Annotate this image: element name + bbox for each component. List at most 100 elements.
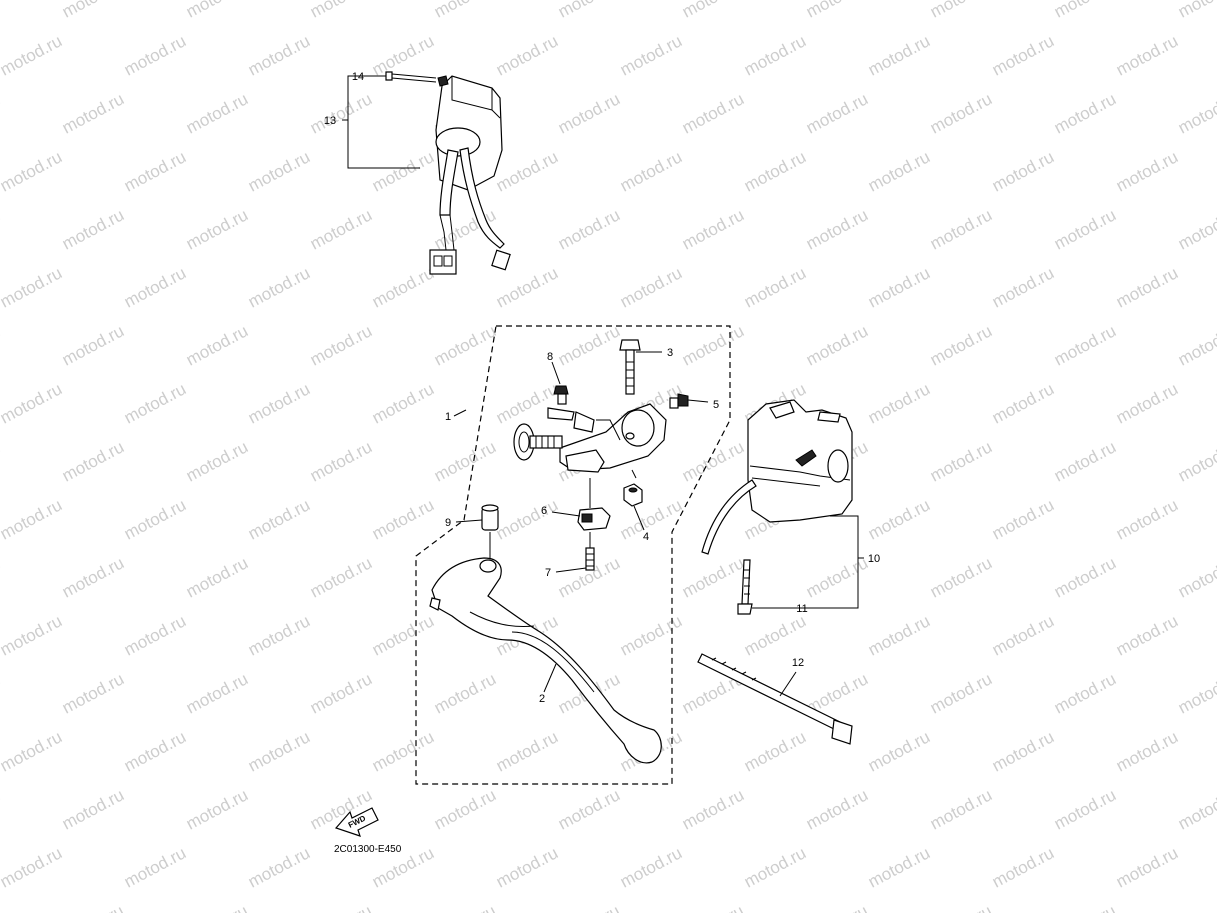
watermark-text: motod.ru [741,31,809,79]
watermark-text: motod.ru [1113,727,1181,775]
watermark-text: motod.ru [59,437,127,485]
watermark-text: motod.ru [989,611,1057,659]
watermark-text: motod.ru [927,0,995,22]
watermark-text: motod.ru [1113,263,1181,311]
cable-tie-12 [697,653,853,745]
switch-6 [577,478,611,531]
watermark-text: motod.ru [1051,437,1119,485]
watermark-text: motod.ru [245,611,313,659]
watermark-text: motod.ru [1175,669,1217,717]
watermark-text: motod.ru [431,901,499,913]
watermark-text: motod.ru [59,553,127,601]
watermark-text: motod.ru [0,843,65,891]
leader-1 [453,409,467,417]
watermark-text: motod.ru [617,843,685,891]
screw-7 [585,532,595,571]
watermark-text: motod.ru [245,727,313,775]
watermark-text: motod.ru [555,89,623,137]
watermark-text: motod.ru [493,379,561,427]
watermark-text: motod.ru [1175,0,1217,22]
watermark-text: motod.ru [1175,901,1217,913]
watermark-text: motod.ru [803,553,871,601]
watermark-text: motod.ru [183,321,251,369]
watermark-text: motod.ru [59,205,127,253]
watermark-text: motod.ru [1051,785,1119,833]
watermark-text: motod.ru [0,379,65,427]
watermark-text: motod.ru [865,495,933,543]
watermark-text: motod.ru [493,31,561,79]
watermark-text: motod.ru [121,843,189,891]
watermark-text: motod.ru [1113,31,1181,79]
watermark-text: motod.ru [865,147,933,195]
watermark-text: motod.ru [369,611,437,659]
watermark-text: motod.ru [1051,553,1119,601]
watermark-text: motod.ru [245,495,313,543]
watermark-text: motod.ru [121,263,189,311]
bolt-5 [669,393,689,409]
watermark-text: motod.ru [989,495,1057,543]
watermark-text: motod.ru [245,843,313,891]
watermark-text: motod.ru [307,205,375,253]
watermark-text: motod.ru [307,669,375,717]
label-9-text: 9 [445,517,451,529]
watermark-text: motod.ru [0,727,65,775]
watermark-text: motod.ru [803,321,871,369]
watermark-text: motod.ru [989,727,1057,775]
watermark-text: motod.ru [989,263,1057,311]
watermark-text: motod.ru [0,0,3,22]
label-13-text: 13 [324,115,336,127]
watermark-text: motod.ru [679,553,747,601]
watermark-text: motod.ru [679,321,747,369]
watermark-text: motod.ru [431,0,499,22]
label-14-text: 14 [352,71,364,83]
watermark-text: motod.ru [0,437,3,485]
watermark-text: motod.ru [927,901,995,913]
watermark-text: motod.ru [245,31,313,79]
watermark-text: motod.ru [617,611,685,659]
watermark-text: motod.ru [307,89,375,137]
label-4-text: 4 [643,531,649,543]
watermark-text: motod.ru [555,205,623,253]
watermark-text: motod.ru [59,89,127,137]
watermark-text: motod.ru [307,553,375,601]
bolt-8 [553,385,569,405]
watermark-text: motod.ru [59,785,127,833]
watermark-text: motod.ru [1175,205,1217,253]
watermark-text: motod.ru [0,147,65,195]
watermark-text: motod.ru [369,379,437,427]
watermark-text: motod.ru [989,31,1057,79]
watermark-text: motod.ru [679,785,747,833]
bolt-3 [619,339,641,395]
watermark-text: motod.ru [1051,0,1119,22]
watermark-text: motod.ru [803,785,871,833]
watermark-text: motod.ru [927,89,995,137]
watermark-text: motod.ru [927,321,995,369]
watermark-text: motod.ru [307,901,375,913]
watermark-text: motod.ru [1175,89,1217,137]
watermark-text: motod.ru [1175,785,1217,833]
watermark-text: motod.ru [0,785,3,833]
watermark-text: motod.ru [431,669,499,717]
watermark-text: motod.ru [865,379,933,427]
label-7-text: 7 [545,567,551,579]
watermark-text: motod.ru [59,901,127,913]
watermark-text: motod.ru [493,147,561,195]
diagram-code: 2C01300-E450 [334,844,402,855]
watermark-text: motod.ru [431,437,499,485]
watermark-text: motod.ru [183,89,251,137]
watermark-text: motod.ru [1051,205,1119,253]
lever-2 [429,557,662,764]
watermark-text: motod.ru [307,0,375,22]
watermark-text: motod.ru [865,611,933,659]
watermark-text: motod.ru [617,263,685,311]
watermark-text: motod.ru [555,0,623,22]
watermark-text: motod.ru [1113,495,1181,543]
watermark-text: motod.ru [121,495,189,543]
leader-5 [687,399,709,403]
watermark-text: motod.ru [741,147,809,195]
watermark-text: motod.ru [555,785,623,833]
watermark-text: motod.ru [927,437,995,485]
collar-9 [481,504,499,558]
watermark-text: motod.ru [865,31,933,79]
watermark-text: motod.ru [369,263,437,311]
